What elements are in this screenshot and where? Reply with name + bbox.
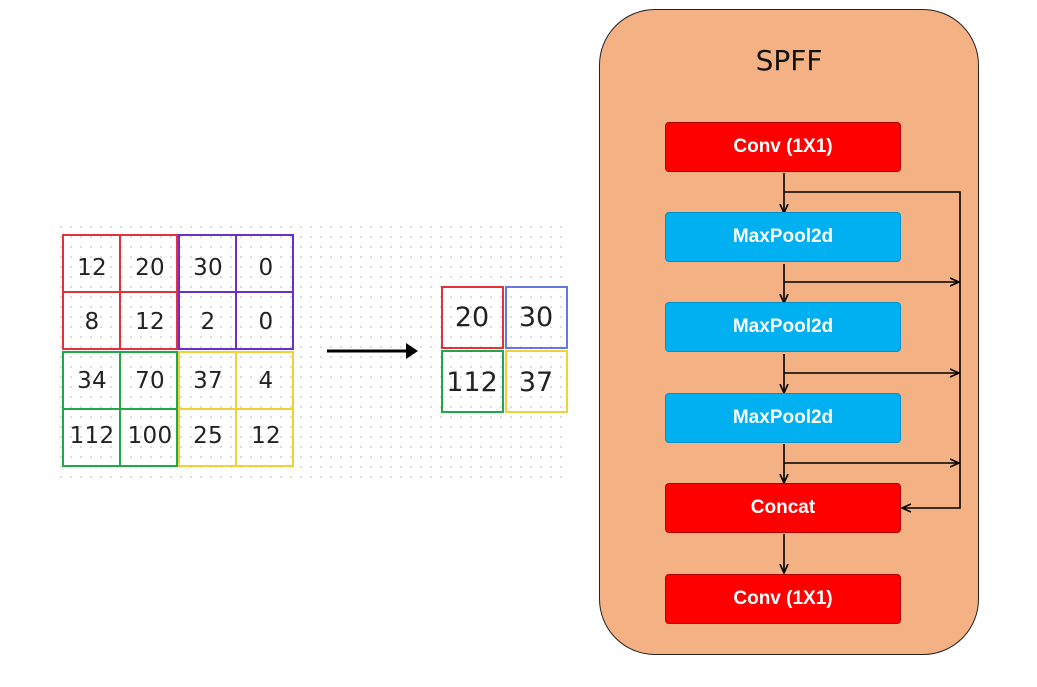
input-green-cell-border: [119, 408, 178, 467]
input-red-cell-border: [62, 291, 121, 350]
input-yellow-cell-border: [178, 351, 237, 410]
input-cell: 8: [84, 309, 100, 335]
input-cell: 70: [135, 368, 165, 394]
input-purple-cell-border: [178, 234, 237, 293]
output-cell: 112: [446, 366, 498, 398]
input-green-cell-border: [62, 351, 121, 410]
input-yellow-cell-border: [235, 408, 294, 467]
conv-1x1-block-top: Conv (1X1): [665, 122, 901, 172]
output-blue-cell-border: [505, 286, 568, 349]
input-green-cell-border: [119, 351, 178, 410]
input-cell: 112: [69, 423, 115, 449]
input-red-cell-border: [119, 234, 178, 293]
maxpool2d-block-3: MaxPool2d: [665, 393, 901, 443]
input-cell: 2: [200, 309, 216, 335]
conv-1x1-block-bottom: Conv (1X1): [665, 574, 901, 624]
spff-title: SPFF: [755, 44, 823, 77]
input-red-cell-border: [62, 234, 121, 293]
input-red-cell-border: [119, 291, 178, 350]
input-cell: 4: [258, 368, 274, 394]
input-cell: 34: [77, 368, 107, 394]
input-yellow-cell-border: [178, 408, 237, 467]
output-green-cell-border: [441, 350, 504, 413]
output-yellow-cell-border: [505, 350, 568, 413]
input-purple-cell-border: [235, 234, 294, 293]
input-purple-cell-border: [235, 291, 294, 350]
input-purple-cell-border: [178, 291, 237, 350]
input-cell: 12: [135, 309, 165, 335]
input-cell: 0: [258, 309, 274, 335]
output-red-cell-border: [441, 286, 504, 349]
output-cell: 20: [454, 301, 490, 333]
input-cell: 37: [193, 368, 223, 394]
input-cell: 12: [251, 423, 281, 449]
input-green-cell-border: [62, 408, 121, 467]
output-cell: 30: [518, 301, 554, 333]
input-cell: 25: [193, 423, 223, 449]
input-cell: 100: [127, 423, 173, 449]
input-yellow-cell-border: [235, 351, 294, 410]
concat-block: Concat: [665, 483, 901, 533]
output-cell: 37: [518, 366, 554, 398]
input-cell: 12: [77, 255, 107, 281]
maxpool2d-block-1: MaxPool2d: [665, 212, 901, 262]
input-cell: 0: [258, 255, 274, 281]
input-cell: 20: [135, 255, 165, 281]
input-cell: 30: [193, 255, 223, 281]
maxpool2d-block-2: MaxPool2d: [665, 302, 901, 352]
